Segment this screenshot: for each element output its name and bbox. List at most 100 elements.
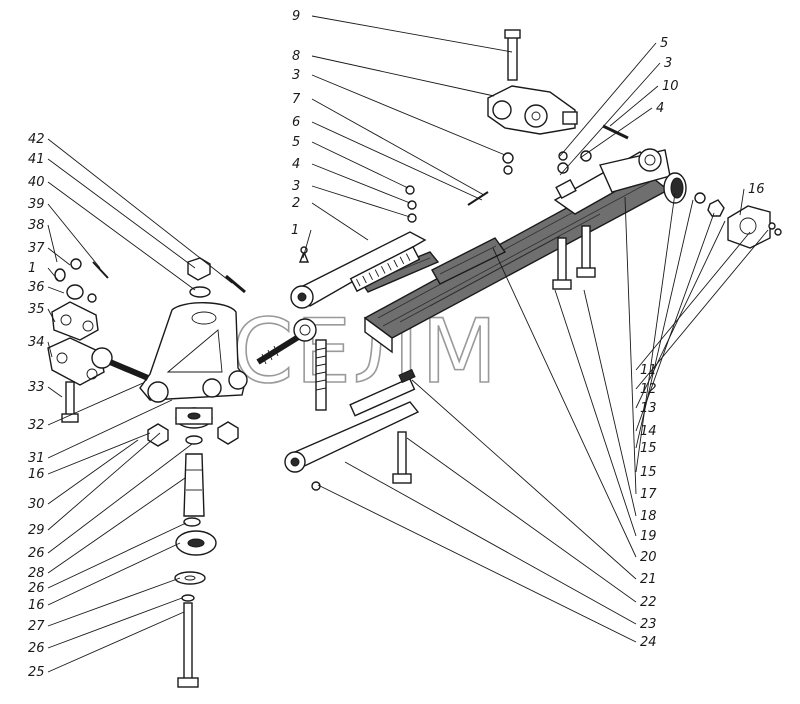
leader-line-c-15b bbox=[635, 192, 676, 473]
leader-line-c-26a bbox=[47, 443, 193, 554]
callout-label-c-38: 38 bbox=[28, 218, 45, 233]
leader-line-c-23 bbox=[344, 461, 637, 625]
top-bracket bbox=[487, 29, 578, 135]
callout-label-c-35: 35 bbox=[28, 302, 45, 317]
callout-label-c-3b: 3 bbox=[292, 179, 300, 194]
callout-label-c-17: 17 bbox=[640, 487, 657, 502]
leader-lines bbox=[47, 15, 769, 673]
leader-line-c-26b bbox=[47, 522, 187, 589]
callout-label-c-20: 20 bbox=[640, 550, 657, 565]
leader-line-c-16b bbox=[47, 432, 151, 475]
callout-label-c-30: 30 bbox=[28, 497, 45, 512]
callout-label-c-16b: 16 bbox=[28, 467, 45, 482]
callout-label-c-3c: 3 bbox=[664, 56, 672, 71]
callout-label-c-21: 21 bbox=[640, 572, 657, 587]
callout-label-c-2: 2 bbox=[292, 196, 300, 211]
callout-label-c-3a: 3 bbox=[292, 68, 300, 83]
callout-labels: 9837654321531041642414039383713635343332… bbox=[28, 9, 765, 680]
callout-label-c-41: 41 bbox=[28, 152, 45, 167]
leader-line-c-24 bbox=[317, 484, 637, 643]
upper-beam bbox=[363, 148, 671, 354]
callout-label-c-39: 39 bbox=[28, 197, 45, 212]
leader-line-c-4b bbox=[579, 107, 653, 159]
callout-label-c-16c: 16 bbox=[28, 598, 45, 613]
leader-line-c-4a bbox=[311, 163, 411, 204]
callout-label-c-36: 36 bbox=[28, 280, 45, 295]
leader-line-c-14 bbox=[635, 212, 715, 432]
callout-label-c-31: 31 bbox=[28, 451, 45, 466]
leader-line-c-31 bbox=[47, 399, 173, 459]
leader-line-c-17 bbox=[624, 196, 637, 495]
callout-label-c-5b: 5 bbox=[660, 36, 668, 51]
upper-link-arm bbox=[290, 231, 427, 309]
callout-label-c-26b: 26 bbox=[28, 581, 45, 596]
leader-line-c-16c bbox=[47, 542, 181, 606]
callout-label-c-37: 37 bbox=[28, 241, 45, 256]
vertical-threaded-rod bbox=[315, 339, 327, 411]
callout-label-c-15a: 15 bbox=[640, 441, 657, 456]
leader-line-c-21 bbox=[411, 379, 637, 580]
callout-label-c-26c: 26 bbox=[28, 641, 45, 656]
callout-label-c-5a: 5 bbox=[292, 135, 300, 150]
callout-label-c-16a: 16 bbox=[748, 182, 765, 197]
leader-line-c-30 bbox=[47, 439, 139, 505]
leader-line-c-5b bbox=[559, 42, 657, 157]
leader-line-c-6 bbox=[311, 121, 483, 201]
leader-line-c-26c bbox=[47, 597, 183, 649]
callout-label-c-8a: 8 bbox=[292, 49, 300, 64]
leader-line-c-25 bbox=[47, 611, 185, 673]
callout-label-c-26a: 26 bbox=[28, 546, 45, 561]
leader-line-c-9a bbox=[311, 15, 513, 53]
leader-line-c-42 bbox=[47, 138, 233, 284]
leader-line-c-36 bbox=[47, 286, 65, 294]
leader-line-c-40 bbox=[47, 181, 196, 291]
leader-line-c-35 bbox=[47, 308, 56, 323]
beam-bolts bbox=[392, 225, 596, 484]
leader-line-c-28 bbox=[47, 477, 186, 574]
leader-line-c-38 bbox=[47, 224, 58, 263]
leader-line-c-18 bbox=[583, 289, 637, 517]
callout-label-c-22: 22 bbox=[640, 595, 657, 610]
callout-label-c-40: 40 bbox=[28, 175, 45, 190]
leader-line-c-22 bbox=[406, 437, 637, 603]
callout-label-c-32: 32 bbox=[28, 418, 45, 433]
leader-line-c-1a bbox=[302, 229, 312, 259]
leader-line-c-29 bbox=[47, 432, 161, 531]
leader-line-c-16a bbox=[739, 188, 745, 216]
leader-line-c-33 bbox=[47, 386, 63, 398]
callout-label-c-27: 27 bbox=[28, 619, 45, 634]
callout-label-c-33: 33 bbox=[28, 380, 45, 395]
threaded-eye-rod bbox=[256, 318, 317, 365]
callout-label-c-42: 42 bbox=[28, 132, 45, 147]
leader-line-c-3c bbox=[559, 62, 661, 176]
leader-line-c-20 bbox=[492, 247, 637, 558]
leader-line-c-5a bbox=[311, 141, 409, 189]
callout-label-c-23: 23 bbox=[640, 617, 657, 632]
leader-line-c-19 bbox=[554, 289, 637, 537]
callout-label-c-25: 25 bbox=[28, 665, 45, 680]
leader-line-c-27 bbox=[47, 577, 181, 627]
leader-line-c-37 bbox=[47, 247, 71, 266]
leader-line-c-13 bbox=[635, 220, 726, 409]
leader-line-c-10 bbox=[609, 85, 659, 127]
callout-label-c-6: 6 bbox=[292, 115, 300, 130]
leader-line-c-7 bbox=[311, 98, 485, 196]
callout-label-c-9a: 9 bbox=[292, 9, 300, 24]
callout-label-c-14: 14 bbox=[640, 424, 657, 439]
callout-label-c-4b: 4 bbox=[656, 101, 664, 116]
leader-line-c-3b bbox=[311, 185, 411, 218]
leader-line-c-1b bbox=[47, 267, 59, 281]
callout-label-c-34: 34 bbox=[28, 335, 45, 350]
callout-label-c-28: 28 bbox=[28, 566, 45, 581]
callout-label-c-24: 24 bbox=[640, 635, 657, 650]
leader-line-c-32 bbox=[47, 382, 144, 426]
callout-label-c-12: 12 bbox=[640, 382, 657, 397]
callout-label-c-1b: 1 bbox=[28, 261, 36, 276]
left-small-parts bbox=[47, 257, 246, 423]
callout-label-c-4a: 4 bbox=[292, 157, 300, 172]
callout-label-c-7: 7 bbox=[292, 92, 301, 107]
leader-line-c-34 bbox=[47, 341, 53, 358]
leader-line-c-2 bbox=[311, 202, 369, 241]
